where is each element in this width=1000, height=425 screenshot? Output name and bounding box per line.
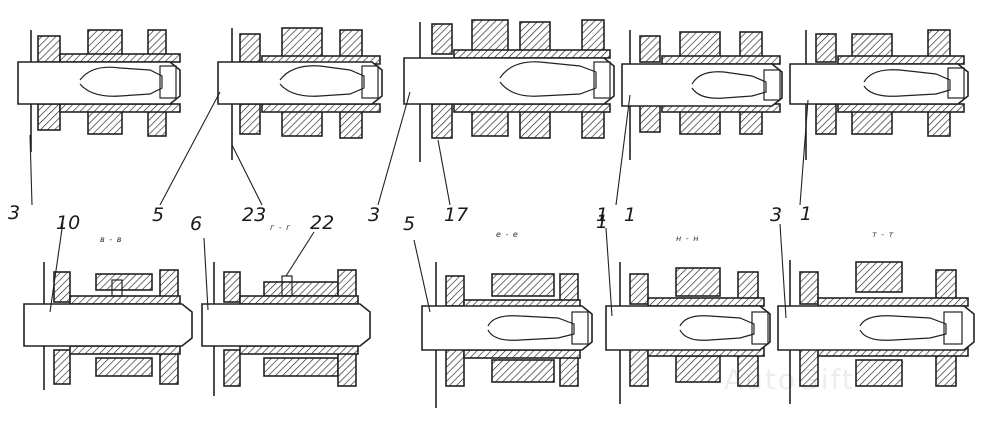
callout-22: 22 [310,212,335,234]
assembly-top-1 [17,29,181,152]
watermark: AutoGift [724,363,855,396]
section-label-v-v: в - в [100,235,123,244]
assembly-bottom-5 [777,260,975,404]
callout-6: 6 [190,213,203,235]
leader-lines [29,91,809,319]
assembly-bottom-1 [23,262,193,390]
assembly-top-3 [403,19,615,162]
assembly-bottom-2 [201,262,371,396]
assembly-top-2 [217,27,383,160]
callout-3-bottom: 3 [770,204,783,226]
callout-5-top: 5 [152,204,165,226]
callout-10: 10 [56,212,81,234]
callout-17: 17 [444,204,469,226]
section-label-e-e: е - е [496,230,519,239]
section-label-n-n: н - н [676,234,700,243]
assembly-bottom-4 [605,262,771,404]
section-label-g-g: г - г [270,223,292,232]
callout-1-top-a: 1 [596,204,609,226]
section-label-t-t: т - т [872,230,895,239]
callout-23: 23 [242,204,267,226]
callout-1-top-b: 1 [624,204,637,226]
callout-3-top-left: 3 [8,202,21,224]
callout-1-right: 1 [800,203,813,225]
callout-3-top-mid: 3 [368,204,381,226]
assembly-bottom-3 [421,262,593,408]
callout-1-bottom: 1 [596,211,609,233]
callout-5-bottom: 5 [403,213,416,235]
assembly-top-4 [621,30,783,160]
assembly-top-5 [789,29,969,160]
